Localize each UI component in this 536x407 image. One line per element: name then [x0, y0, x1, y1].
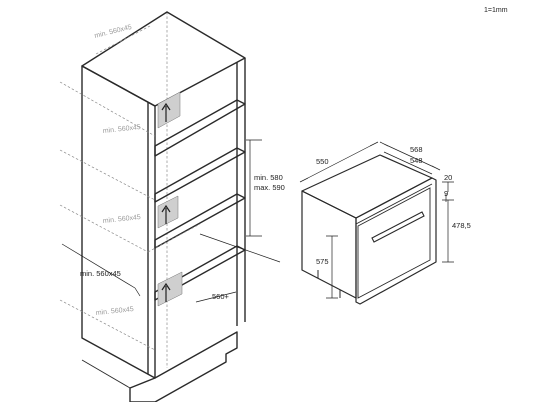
- cabinet-top: [81, 11, 246, 107]
- cabinet: [59, 11, 281, 403]
- label-bottom-niche: min. 560x45: [95, 306, 134, 317]
- niche-height-dimension: [246, 139, 262, 237]
- label-depth-outer: 568: [410, 145, 423, 154]
- niche-guide: [95, 25, 151, 55]
- cabinet-plinth: [129, 331, 238, 403]
- vent-opening-top: [157, 91, 181, 129]
- label-depth-inner: 548: [410, 156, 423, 165]
- oven: [301, 154, 437, 305]
- label-body-height: 575: [316, 257, 329, 266]
- dim-depth-inner: [383, 151, 433, 175]
- label-front-height: 478,5: [452, 221, 471, 230]
- dim-front-offset: [442, 181, 454, 192]
- label-inner-depth: 560+: [212, 292, 230, 301]
- depth-dimension-line: [61, 243, 136, 289]
- control-strip: [355, 183, 433, 225]
- label-niche-height-min: min. 580: [254, 173, 283, 182]
- dimension-tick: [134, 287, 141, 297]
- label-niche-height-max: max. 590: [254, 183, 285, 192]
- scale-note: 1=1mm: [484, 7, 508, 14]
- dim-body-height: [326, 235, 338, 299]
- vent-opening-middle: [157, 195, 179, 229]
- dim-front-height: [442, 199, 454, 263]
- dim-width-outer: [299, 141, 379, 183]
- shelf-2: [154, 147, 246, 203]
- oven-door: [357, 187, 431, 299]
- plinth-edge: [81, 359, 131, 389]
- depth-dimension-line-right: [199, 233, 281, 263]
- niche-guide: [59, 299, 156, 351]
- niche-guide: [59, 149, 156, 201]
- airflow-arrow-middle-icon: [161, 204, 171, 224]
- shelf-1: [154, 99, 246, 157]
- label-middle-niche: min. 560x45: [102, 214, 141, 225]
- niche-guide: [59, 81, 156, 137]
- label-panel-offset: 9: [444, 189, 448, 198]
- oven-side: [301, 190, 357, 299]
- label-width-outer: 550: [316, 157, 329, 166]
- niche-guide: [59, 204, 201, 253]
- inner-depth-dimension: [195, 291, 237, 303]
- label-front-offset: 20: [444, 173, 452, 182]
- oven-handle: [371, 211, 425, 243]
- oven-front: [355, 177, 437, 305]
- airflow-arrow-top-icon: [161, 102, 171, 122]
- shelf-3: [154, 193, 246, 249]
- label-depth-main: min. 560x45: [80, 269, 121, 278]
- oven-feet: [317, 270, 341, 298]
- label-upper-niche: min. 560x45: [102, 124, 141, 135]
- airflow-arrow-bottom-icon: [161, 282, 171, 302]
- dim-depth-outer: [379, 141, 441, 171]
